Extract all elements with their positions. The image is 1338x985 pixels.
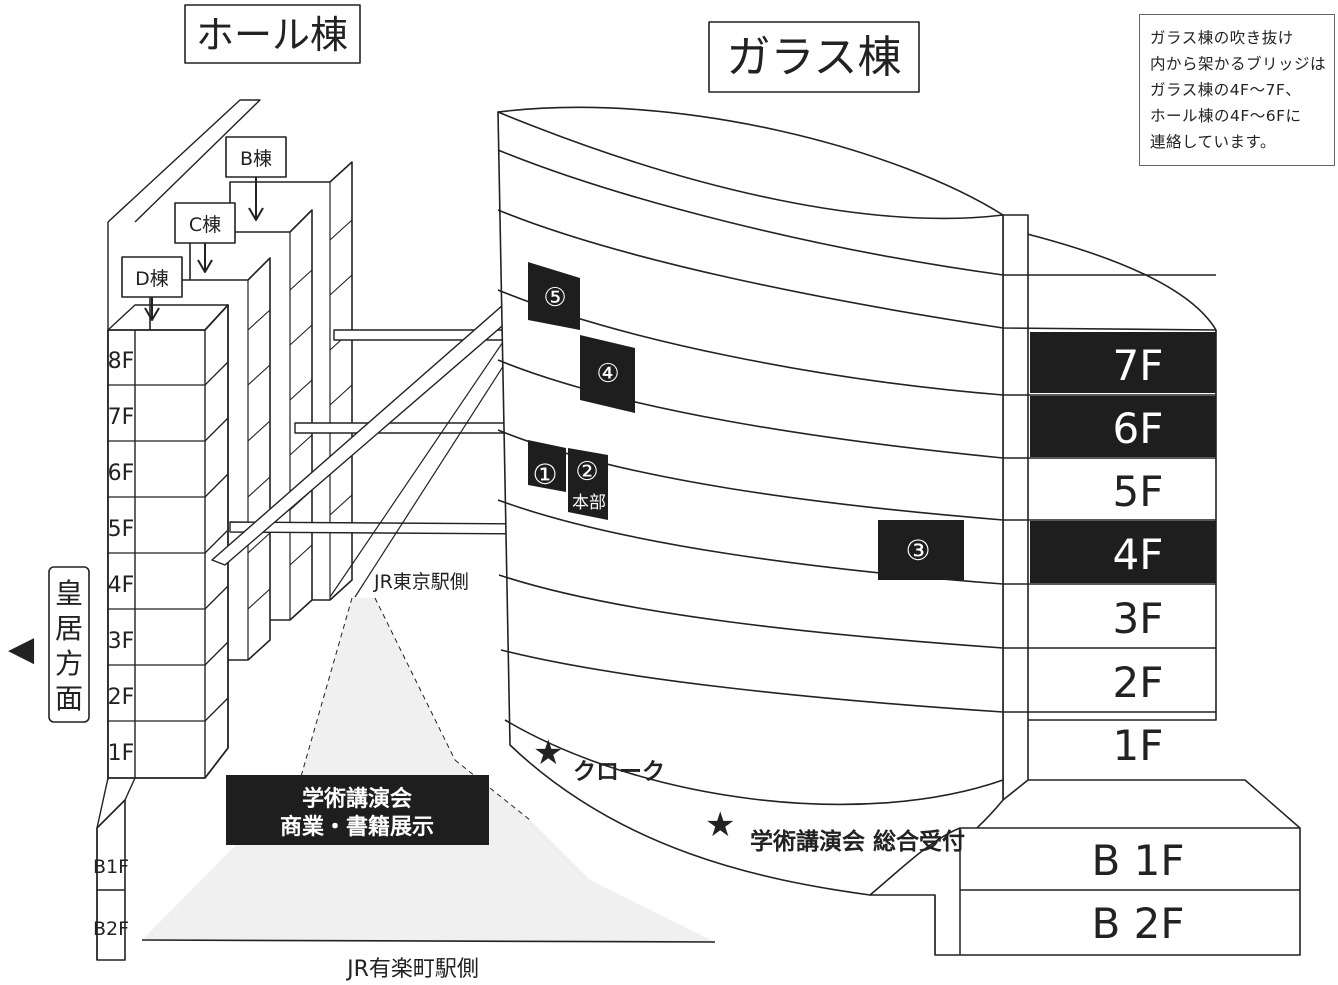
bridge-6f <box>294 422 531 434</box>
room-marker-1: ① <box>532 458 557 491</box>
direction-char: 皇 <box>55 577 83 610</box>
bridge-note: ガラス棟の吹き抜け 内から架かるブリッジは ガラス棟の4F～7F、 ホール棟の4… <box>1139 14 1335 166</box>
plaza-edge-left <box>299 597 353 781</box>
reception-label: 学術講演会 総合受付 <box>750 828 965 855</box>
glass-floor-label: 3F <box>1113 594 1164 643</box>
headquarters-label: 本部 <box>572 493 606 513</box>
direction-label-box <box>48 566 90 723</box>
hall-floor-label: 7F <box>108 405 135 430</box>
hall-basement-labels: B1F B2F <box>93 856 129 940</box>
wing-b-label: B棟 <box>240 148 272 170</box>
glass-roof <box>497 106 1004 220</box>
plaza-north-label: JR東京駅側 <box>373 571 469 593</box>
plaza-edge-right <box>374 597 456 761</box>
plaza-base <box>141 939 716 943</box>
wing-b-label-box <box>225 136 287 178</box>
glass-basement-label: B 1F <box>1091 836 1184 885</box>
plaza-edge-low-right <box>454 759 531 821</box>
glass-7f-cell <box>1030 332 1216 393</box>
event-box-line: 学術講演会 <box>302 786 412 812</box>
hall-roof <box>107 99 261 223</box>
room-1-cell <box>528 440 566 492</box>
direction-char: 方 <box>55 647 83 680</box>
note-line: 連絡しています。 <box>1150 133 1276 151</box>
event-box <box>226 775 489 845</box>
glass-basement-labels: B 1F B 2F <box>1091 836 1184 948</box>
direction-label: 皇 居 方 面 <box>55 577 83 715</box>
hall-floor-label: 2F <box>108 685 135 710</box>
glass-4f-cell <box>1030 521 1216 583</box>
wing-c-label: C棟 <box>189 214 221 236</box>
room-marker-2: ② <box>575 457 598 487</box>
room-markers: ⑤ ④ ① ② 本部 ③ <box>532 283 930 567</box>
glass-floor-labels: 7F 6F 5F 4F 3F 2F 1F <box>1113 341 1164 770</box>
room-4-cell <box>580 335 635 413</box>
glass-basement <box>869 827 1301 956</box>
room-3-cell <box>878 520 964 580</box>
glass-6f-cell <box>1030 396 1216 457</box>
hall-floor-label: 1F <box>108 741 135 766</box>
hall-floor-label: 3F <box>108 629 135 654</box>
glass-basement-label: B 2F <box>1091 899 1184 948</box>
room-marker-3: ③ <box>905 534 930 567</box>
hall-floor-label: 6F <box>108 461 135 486</box>
note-line: ホール棟の4F～6Fに <box>1150 107 1302 125</box>
room-2-cell <box>568 448 608 520</box>
hall-floor-labels: 8F 7F 6F 5F 4F 3F 2F 1F <box>108 349 135 766</box>
wing-arrows <box>144 177 264 321</box>
direction-arrow-icon: ◀ <box>8 629 35 669</box>
hall-basement-label: B1F <box>93 856 129 878</box>
cloakroom-label: クローク <box>573 759 665 785</box>
note-line: ガラス棟の4F～7F、 <box>1150 81 1302 99</box>
glass-floor-label: 5F <box>1113 467 1164 516</box>
star-icon: ★ <box>705 805 735 845</box>
note-line: 内から架かるブリッジは <box>1150 55 1327 73</box>
hall-title-box <box>184 4 361 64</box>
room-marker-4: ④ <box>596 359 619 389</box>
hall-floor-label: 8F <box>108 349 135 374</box>
direction-char: 居 <box>55 612 83 645</box>
note-line: ガラス棟の吹き抜け <box>1150 29 1294 47</box>
plaza-south-label: JR有楽町駅側 <box>345 957 479 981</box>
hall-title: ホール棟 <box>196 13 348 57</box>
hall-floor-lines <box>108 361 229 722</box>
room-5-cell <box>528 262 580 330</box>
glass-floor-label: 7F <box>1113 341 1164 390</box>
hall-floor-label: 5F <box>108 517 135 542</box>
glass-title-box <box>708 21 920 93</box>
glass-east-wing <box>1002 227 1217 721</box>
glass-floor-label: 4F <box>1113 530 1164 579</box>
glass-floor-label: 2F <box>1113 658 1164 707</box>
event-box-text: 学術講演会 商業・書籍展示 <box>280 786 434 840</box>
plaza-area <box>142 598 715 942</box>
wing-d-label: D棟 <box>135 268 169 290</box>
direction-char: 面 <box>55 682 83 715</box>
hall-basement-label: B2F <box>93 918 129 940</box>
star-icon: ★ <box>533 733 563 773</box>
glass-floor-label: 1F <box>1113 721 1164 770</box>
glass-title: ガラス棟 <box>726 32 901 83</box>
highlight-cells <box>226 262 1216 845</box>
diagram-labels: ホール棟 ガラス棟 B棟 C棟 D棟 8F 7F 6F 5F 4F 3F 2F … <box>8 13 1185 982</box>
room-marker-5: ⑤ <box>543 283 566 313</box>
event-box-line: 商業・書籍展示 <box>280 814 434 840</box>
glass-floor-label: 6F <box>1113 404 1164 453</box>
hall-floor-label: 4F <box>108 573 135 598</box>
hall-building <box>96 99 353 961</box>
wing-d-label-box <box>121 256 183 298</box>
